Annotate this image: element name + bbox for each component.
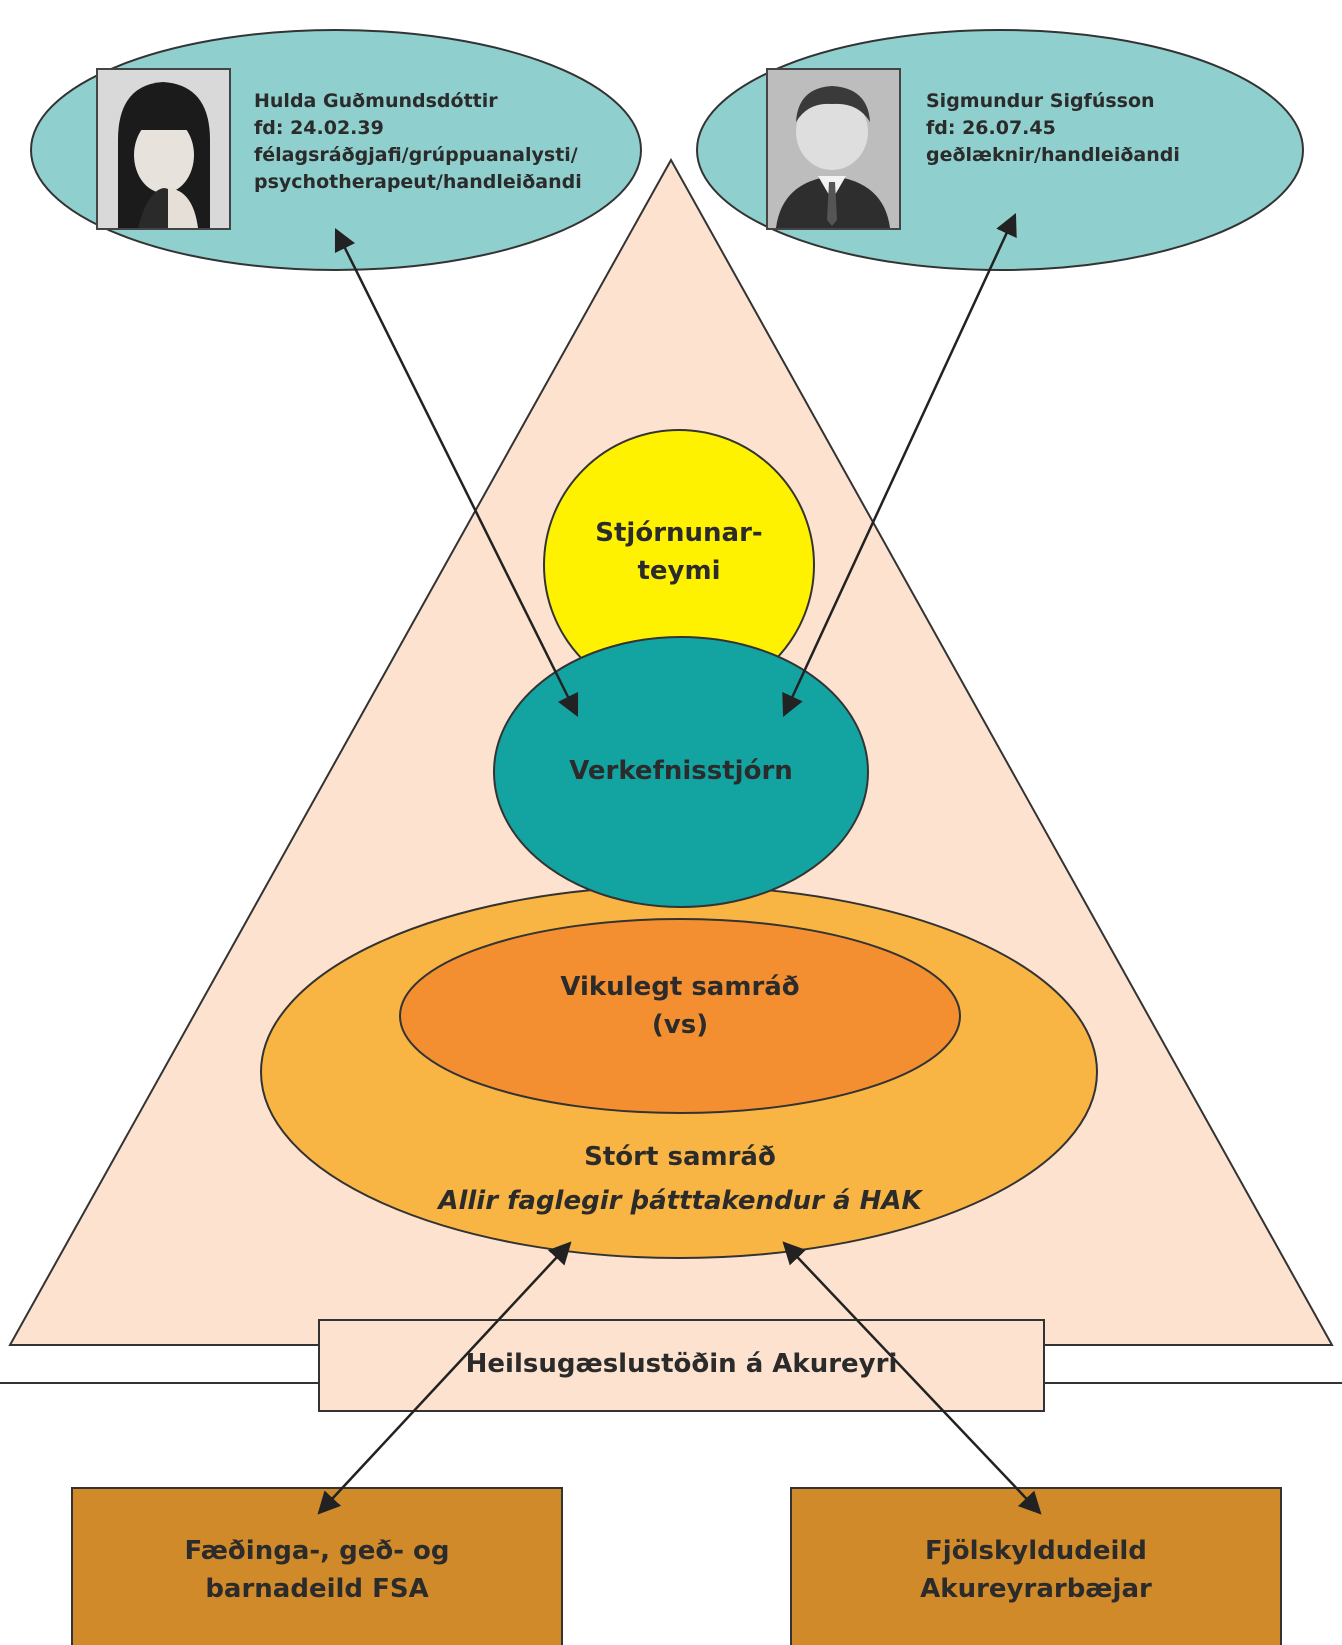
large-meeting-title: Stórt samráð (584, 1142, 776, 1172)
person-birthdate: fd: 26.07.45 (926, 117, 1056, 139)
person-name: Sigmundur Sigfússon (926, 90, 1155, 112)
bottom-box-right-label: Fjölskyldudeild Akureyrarbæjar (791, 1532, 1281, 1608)
bottom-box-left-line1: Fæðinga-, geð- og (184, 1536, 450, 1566)
weekly-meeting-label: Vikulegt samráð (vs) (430, 968, 930, 1044)
bottom-box-right-line2: Akureyrarbæjar (920, 1574, 1152, 1604)
person-role: félagsráðgjafi/grúppuanalysti/ (254, 144, 578, 166)
large-meeting-desc-text: Allir faglegir þátttakendur á HAK (438, 1186, 922, 1216)
management-team-label-line2: teymi (637, 556, 721, 586)
base-box-text: Heilsugæslustöðin á Akureyri (465, 1349, 898, 1379)
weekly-meeting-ellipse (399, 918, 961, 1114)
person-info-hulda: Hulda Guðmundsdóttir fd: 24.02.39 félags… (254, 88, 582, 196)
project-management-text: Verkefnisstjórn (569, 756, 793, 786)
arrow-sigmundur-projectmgmt (782, 212, 1017, 718)
project-management-ellipse (493, 636, 869, 908)
project-management-label: Verkefnisstjórn (494, 752, 868, 790)
management-team-label: Stjórnunar- teymi (544, 514, 814, 590)
large-meeting-label: Stórt samráð (380, 1138, 980, 1176)
bottom-box-left-label: Fæðinga-, geð- og barnadeild FSA (72, 1532, 562, 1608)
portrait-man-icon (766, 68, 901, 230)
person-birthdate: fd: 24.02.39 (254, 117, 384, 139)
person-info-sigmundur: Sigmundur Sigfússon fd: 26.07.45 geðlækn… (926, 88, 1180, 169)
bottom-box-left-line2: barnadeild FSA (205, 1574, 429, 1604)
arrow-meeting-leftbox (317, 1241, 572, 1515)
person-role: geðlæknir/handleiðandi (926, 144, 1180, 166)
large-meeting-description: Allir faglegir þátttakendur á HAK (330, 1182, 1030, 1220)
bottom-box-right-line1: Fjölskyldudeild (925, 1536, 1147, 1566)
person-name: Hulda Guðmundsdóttir (254, 90, 498, 112)
weekly-meeting-label-line1: Vikulegt samráð (560, 972, 800, 1002)
person-role: psychotherapeut/handleiðandi (254, 171, 582, 193)
weekly-meeting-label-line2: (vs) (651, 1010, 709, 1040)
base-box-label: Heilsugæslustöðin á Akureyri (319, 1345, 1044, 1383)
arrow-meeting-rightbox (782, 1241, 1042, 1515)
portrait-woman-icon (96, 68, 231, 230)
arrow-hulda-projectmgmt (334, 227, 579, 718)
management-team-label-line1: Stjórnunar- (595, 518, 763, 548)
